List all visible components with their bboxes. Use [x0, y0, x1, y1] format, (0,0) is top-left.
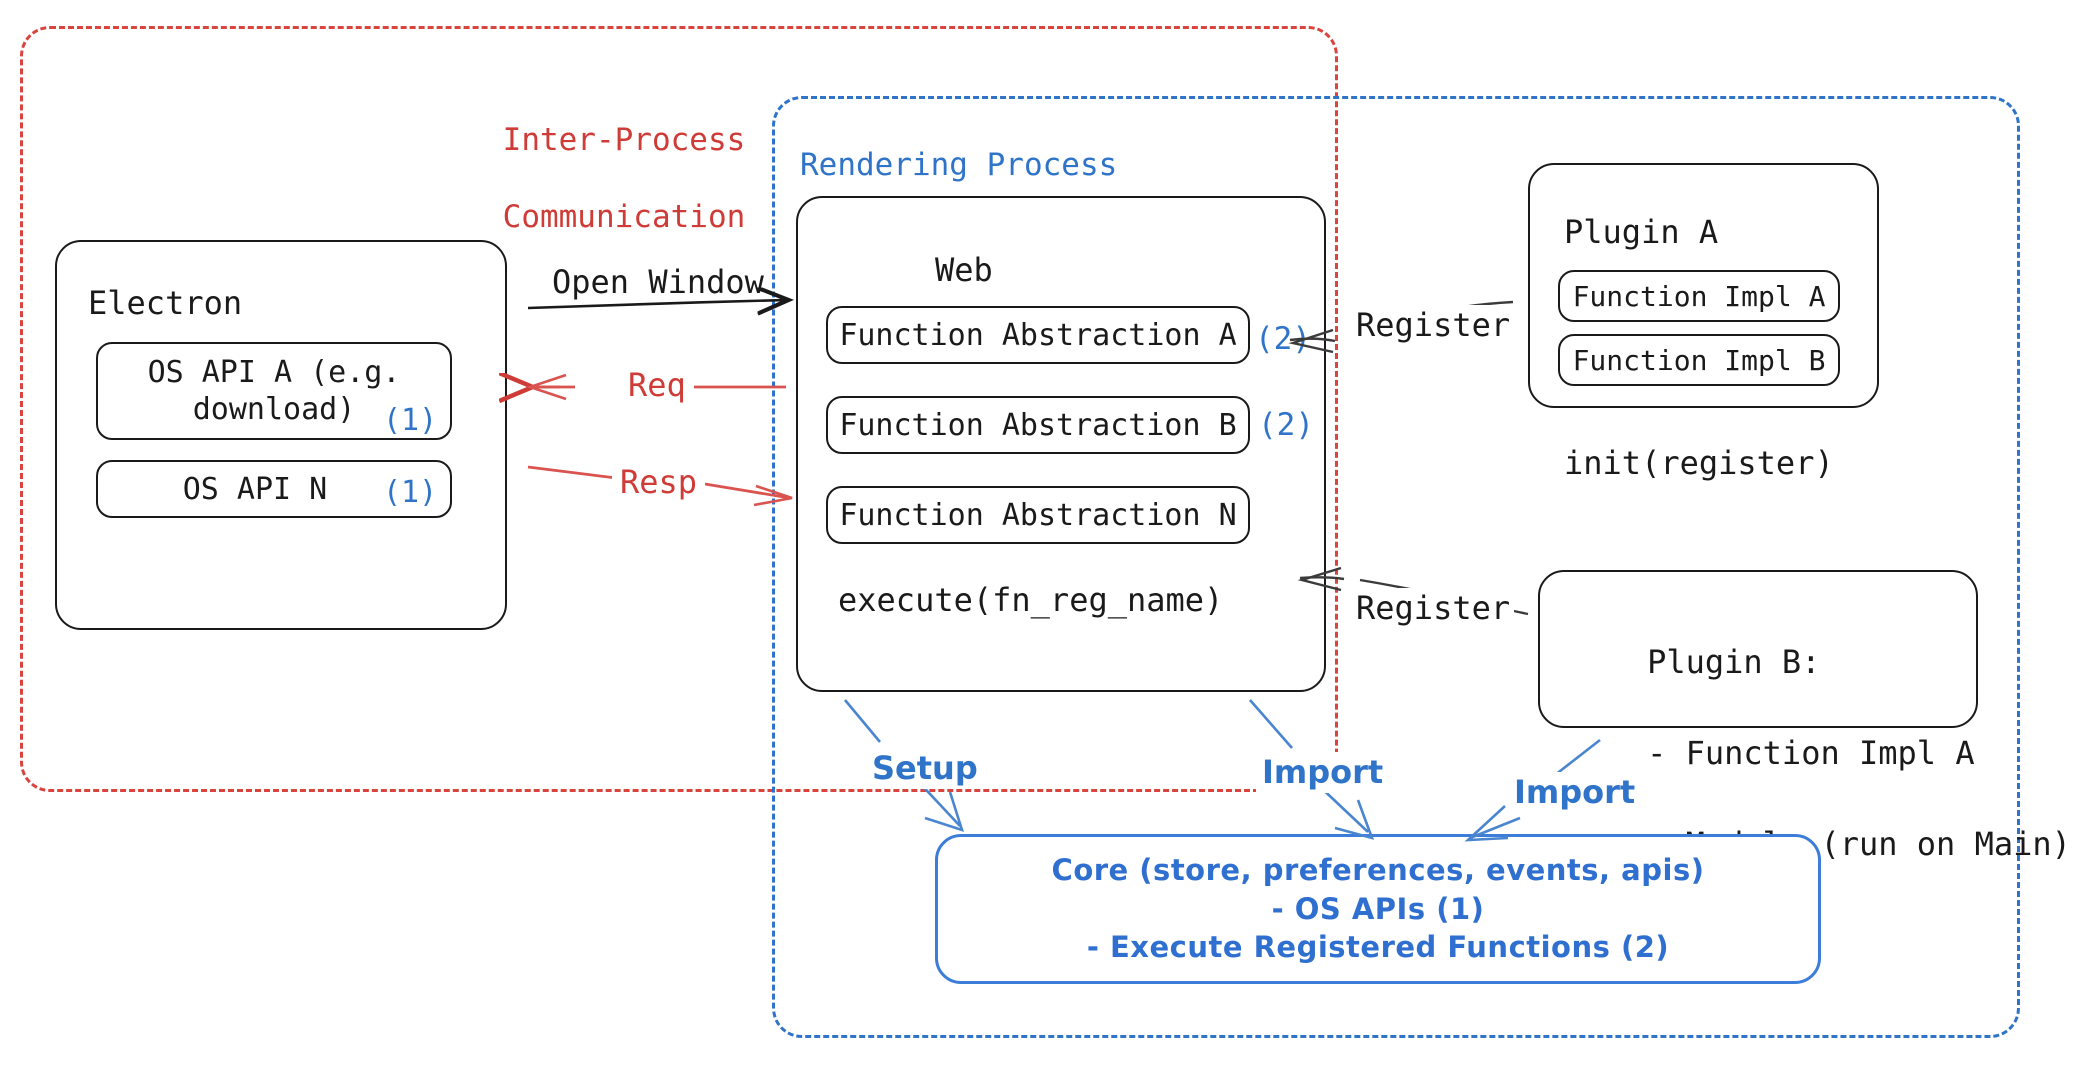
plugin-a-function-impl-b-label: Function Impl B — [1572, 343, 1826, 377]
plugin-a-function-impl-a-label: Function Impl A — [1572, 279, 1826, 313]
edge-label-setup: Setup — [866, 748, 984, 789]
plugin-a-function-impl-b[interactable]: Function Impl B — [1558, 334, 1840, 386]
rendering-process-container — [772, 96, 2020, 1038]
edge-label-open-window: Open Window — [552, 263, 764, 301]
electron-title: Electron — [88, 284, 243, 322]
ipc-label-line2: Communication — [502, 199, 746, 236]
function-abstraction-n-label: Function Abstraction N — [839, 497, 1237, 533]
core-line-2: - OS APIs (1) — [1271, 891, 1485, 926]
rendering-process-label: Rendering Process — [800, 147, 1118, 183]
function-abstraction-a[interactable]: Function Abstraction A — [826, 306, 1250, 364]
os-api-a[interactable]: OS API A (e.g. download) — [96, 342, 452, 440]
ipc-label-line1: Inter-Process — [502, 121, 746, 158]
plugin-a-function-impl-a[interactable]: Function Impl A — [1558, 270, 1840, 322]
web-title: Web — [935, 251, 993, 289]
edge-label-resp: Resp — [612, 462, 706, 503]
os-api-n[interactable]: OS API N — [96, 460, 452, 518]
os-api-n-label: OS API N — [182, 471, 328, 507]
os-api-n-marker: (1) — [383, 475, 438, 510]
plugin-b-box[interactable] — [1538, 570, 1978, 728]
core-box[interactable]: Core (store, preferences, events, apis) … — [935, 834, 1821, 984]
plugin-a-title: Plugin A — [1564, 213, 1719, 251]
edge-label-req: Req — [620, 365, 694, 406]
edge-label-register-top: Register — [1352, 305, 1515, 346]
function-abstraction-b-label: Function Abstraction B — [839, 407, 1237, 443]
plugin-b-line-2: - Function Impl A — [1647, 734, 1975, 773]
function-abstraction-a-marker: (2) — [1255, 321, 1311, 357]
plugin-b-line-1: Plugin B: — [1647, 643, 1821, 682]
core-line-1: Core (store, preferences, events, apis) — [1051, 853, 1705, 888]
edge-label-import-web: Import — [1256, 752, 1390, 793]
edge-label-import-plugin: Import — [1508, 772, 1642, 813]
function-abstraction-a-label: Function Abstraction A — [839, 317, 1237, 353]
plugin-a-init-label: init(register) — [1564, 444, 1834, 482]
ipc-label: Inter-Process Communication — [428, 82, 746, 276]
function-abstraction-b-marker: (2) — [1258, 407, 1314, 443]
function-abstraction-n[interactable]: Function Abstraction N — [826, 486, 1250, 544]
ipc-container — [20, 26, 1338, 792]
web-execute-label: execute(fn_reg_name) — [838, 581, 1224, 619]
function-abstraction-b[interactable]: Function Abstraction B — [826, 396, 1250, 454]
core-line-3: - Execute Registered Functions (2) — [1086, 930, 1670, 965]
os-api-a-label: OS API A (e.g. download) — [147, 354, 401, 428]
os-api-a-marker: (1) — [383, 403, 438, 438]
edge-label-register-bottom: Register — [1352, 588, 1515, 629]
